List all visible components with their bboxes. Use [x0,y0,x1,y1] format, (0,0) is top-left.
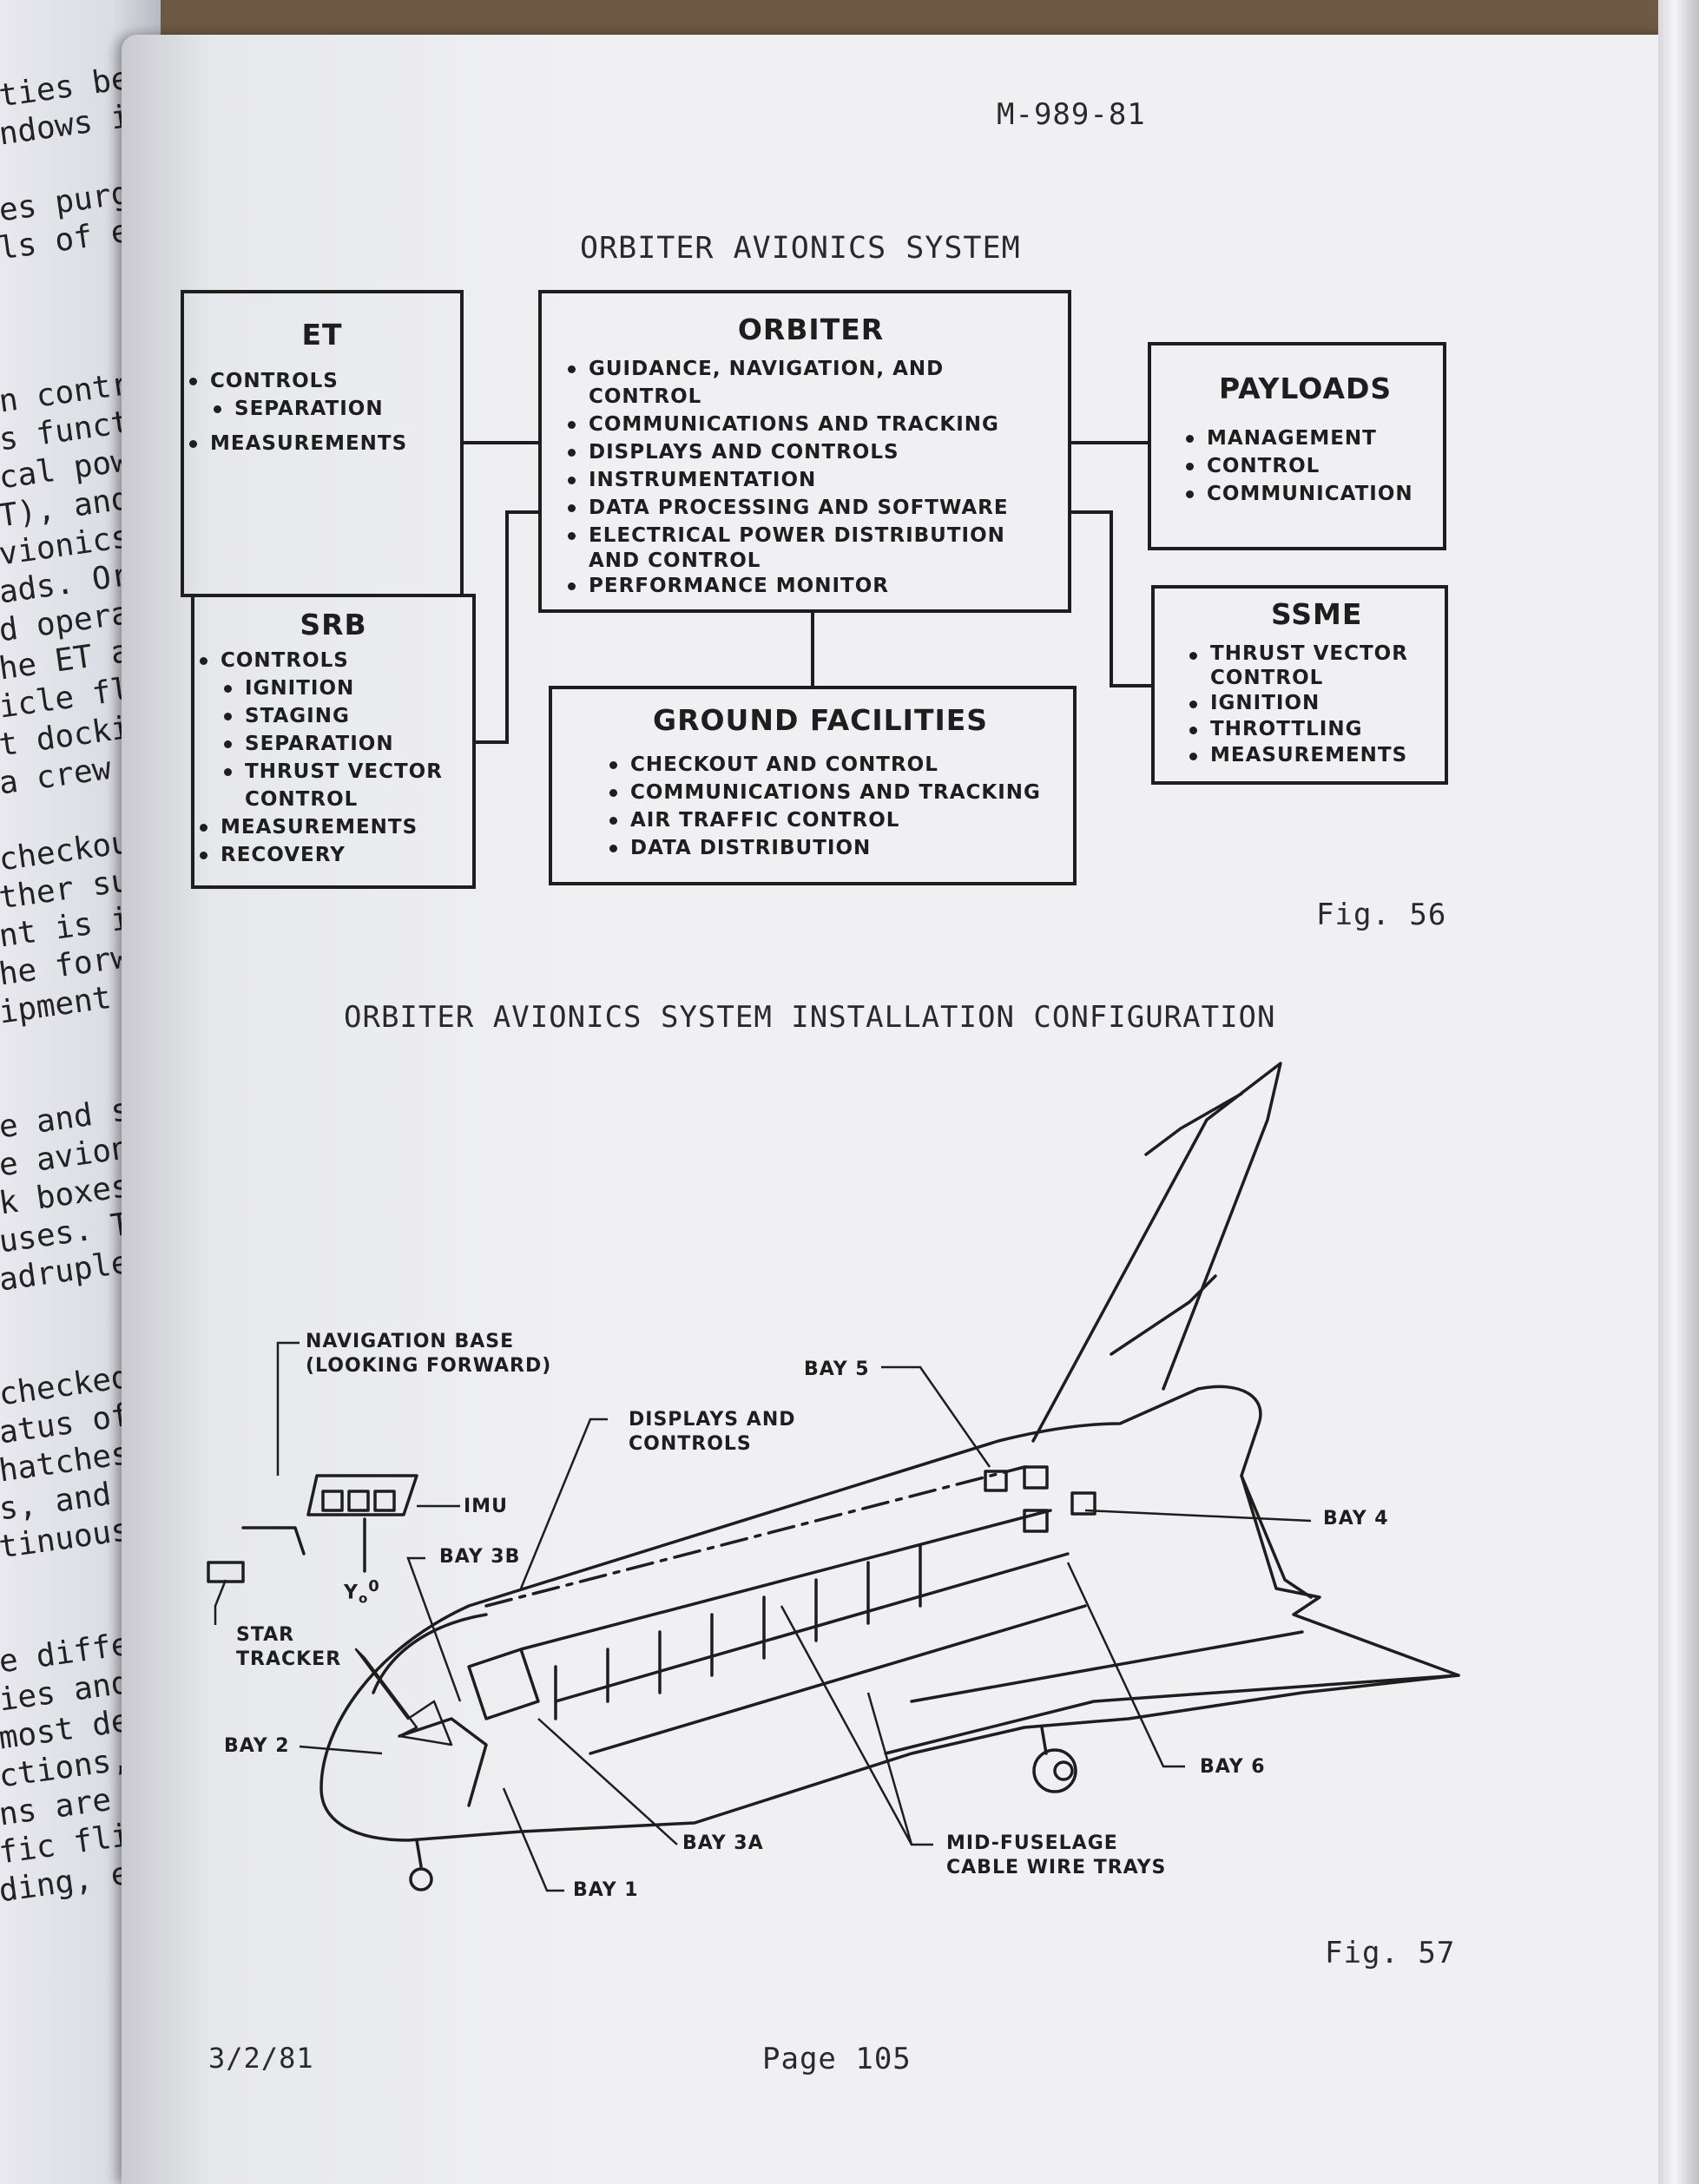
y0-subscript: o [358,1590,369,1607]
callout-imu: IMU [464,1496,508,1517]
et-item: CONTROLS [184,367,460,395]
fig57-caption: Fig. 57 [1325,1936,1456,1970]
callout-bay-3a: BAY 3A [682,1832,764,1854]
ssme-item: MEASUREMENTS [1184,742,1438,768]
orbiter-item: PERFORMANCE MONITOR [563,572,1059,600]
orbiter-title: ORBITER [737,312,885,346]
ssme-item: IGNITION [1184,690,1438,716]
callout-bay-2: BAY 2 [224,1735,290,1757]
page-stack-edge [1658,0,1699,2184]
callout-star-tracker: STAR [236,1624,295,1646]
payloads-item: CONTROL [1181,452,1434,480]
callout-bay-5: BAY 5 [804,1358,870,1380]
ground-item: COMMUNICATIONS AND TRACKING [604,779,1064,806]
payloads-title: PAYLOADS [1219,372,1393,405]
srb-item: IGNITION [194,674,472,702]
callout-mid-fuselage: MID-FUSELAGE [946,1832,1118,1854]
orbiter-item: ELECTRICAL POWER DISTRIBUTION [563,522,1059,549]
srb-item: THRUST VECTOR [194,758,472,786]
callout-bay-4: BAY 4 [1323,1508,1389,1529]
fig56-caption: Fig. 56 [1316,898,1447,932]
doc-number: M-989-81 [997,97,1146,132]
callout-y0: Yo0 [344,1575,380,1611]
ground-facilities-box: GROUND FACILITIES CHECKOUT AND CONTROL C… [549,686,1077,885]
orbiter-item: AND CONTROL [589,549,761,572]
callout-displays-controls-sub: CONTROLS [629,1433,752,1455]
orbiter-item: GUIDANCE, NAVIGATION, AND CONTROL [563,355,1059,411]
y0-value: 0 [368,1577,380,1595]
callout-bay-3b: BAY 3B [439,1546,521,1568]
callout-navigation-base-sub: (LOOKING FORWARD) [306,1355,552,1377]
srb-box: SRB CONTROLS IGNITION STAGING SEPARATION… [191,594,476,889]
et-item: SEPARATION [184,395,460,423]
callout-displays-controls: DISPLAYS AND [629,1409,796,1431]
ground-item: DATA DISTRIBUTION [604,834,1064,862]
fig56-title: ORBITER AVIONICS SYSTEM [580,231,1021,266]
footer-date: 3/2/81 [208,2042,314,2075]
payloads-box: PAYLOADS MANAGEMENT CONTROL COMMUNICATIO… [1148,342,1446,550]
ground-item: AIR TRAFFIC CONTROL [604,806,1064,834]
et-box: ET CONTROLS SEPARATION MEASUREMENTS [181,290,464,597]
callout-navigation-base: NAVIGATION BASE [306,1331,515,1352]
fig57-title: ORBITER AVIONICS SYSTEM INSTALLATION CON… [344,1000,1276,1035]
payloads-item: MANAGEMENT [1181,424,1434,452]
ground-title: GROUND FACILITIES [653,703,989,737]
srb-item: SEPARATION [194,730,472,758]
ssme-item: CONTROL [1210,667,1324,689]
ssme-item: THRUST VECTOR [1184,641,1438,666]
footer-page-number: Page 105 [762,2042,912,2076]
callout-bay-6: BAY 6 [1200,1756,1266,1778]
orbiter-item: DATA PROCESSING AND SOFTWARE [563,494,1059,522]
srb-item: CONTROL [245,788,359,811]
orbiter-box: ORBITER GUIDANCE, NAVIGATION, AND CONTRO… [538,290,1071,613]
srb-title: SRB [300,608,367,641]
srb-item: RECOVERY [194,841,472,869]
ssme-title: SSME [1271,597,1363,631]
srb-item: CONTROLS [194,647,472,674]
callout-bay-1: BAY 1 [573,1879,639,1901]
ssme-box: SSME THRUST VECTOR CONTROL IGNITION THRO… [1151,585,1448,785]
document-page [122,35,1667,2184]
ground-item: CHECKOUT AND CONTROL [604,751,1064,779]
orbiter-item: INSTRUMENTATION [563,466,1059,494]
y0-letter: Y [344,1582,359,1604]
orbiter-item: DISPLAYS AND CONTROLS [563,438,1059,466]
et-title: ET [301,318,343,352]
payloads-item: COMMUNICATION [1181,480,1434,508]
orbiter-item: COMMUNICATIONS AND TRACKING [563,411,1059,438]
srb-item: STAGING [194,702,472,730]
callout-mid-fuselage-sub: CABLE WIRE TRAYS [946,1857,1167,1878]
callout-star-tracker-sub: TRACKER [236,1648,342,1670]
srb-item: MEASUREMENTS [194,813,472,841]
et-item: MEASUREMENTS [184,430,460,457]
ssme-item: THROTTLING [1184,716,1438,742]
